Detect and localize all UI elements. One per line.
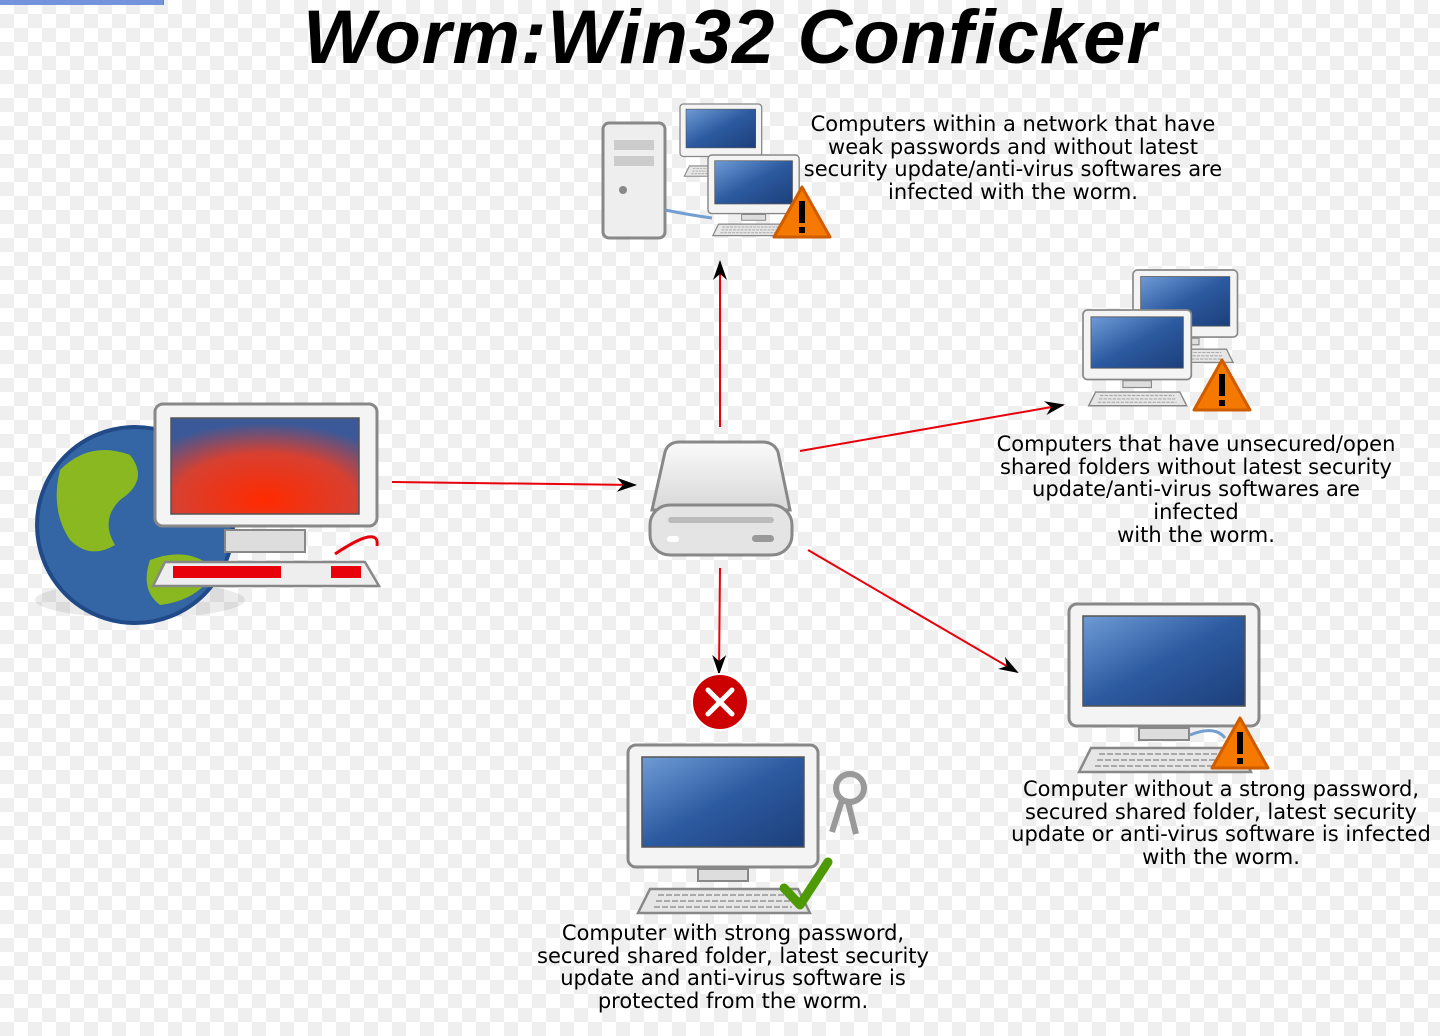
window-top-bar xyxy=(0,0,164,5)
page-title: Worm:Win32 Conficker xyxy=(302,0,1158,80)
arrow-drive-to-weak-computer xyxy=(807,549,1019,674)
arrow-internet-to-drive xyxy=(391,477,637,492)
infected-source-computer-icon xyxy=(150,402,382,588)
unprotected-computer-icon xyxy=(1067,602,1270,774)
arrow-drive-to-protected xyxy=(712,567,727,675)
checkmark-icon xyxy=(779,857,833,910)
arrow-drive-to-open-shares xyxy=(799,401,1065,452)
protected-computer-icon xyxy=(626,743,867,915)
blocked-x-icon xyxy=(691,673,749,731)
caption-no-strong-password: Computer without a strong password, secu… xyxy=(1011,777,1431,870)
warning-icon xyxy=(1192,358,1252,412)
network-computers-icon xyxy=(601,103,832,240)
shared-folder-computers-icon xyxy=(1082,269,1252,412)
caption-protected: Computer with strong password, secured s… xyxy=(537,921,929,1014)
keys-icon xyxy=(829,771,867,835)
infection-arrows xyxy=(391,260,1065,675)
caption-open-shares: Computers that have unsecured/open share… xyxy=(996,432,1396,547)
removable-drive-icon xyxy=(648,440,794,557)
caption-weak-passwords: Computers within a network that have wea… xyxy=(803,112,1223,205)
